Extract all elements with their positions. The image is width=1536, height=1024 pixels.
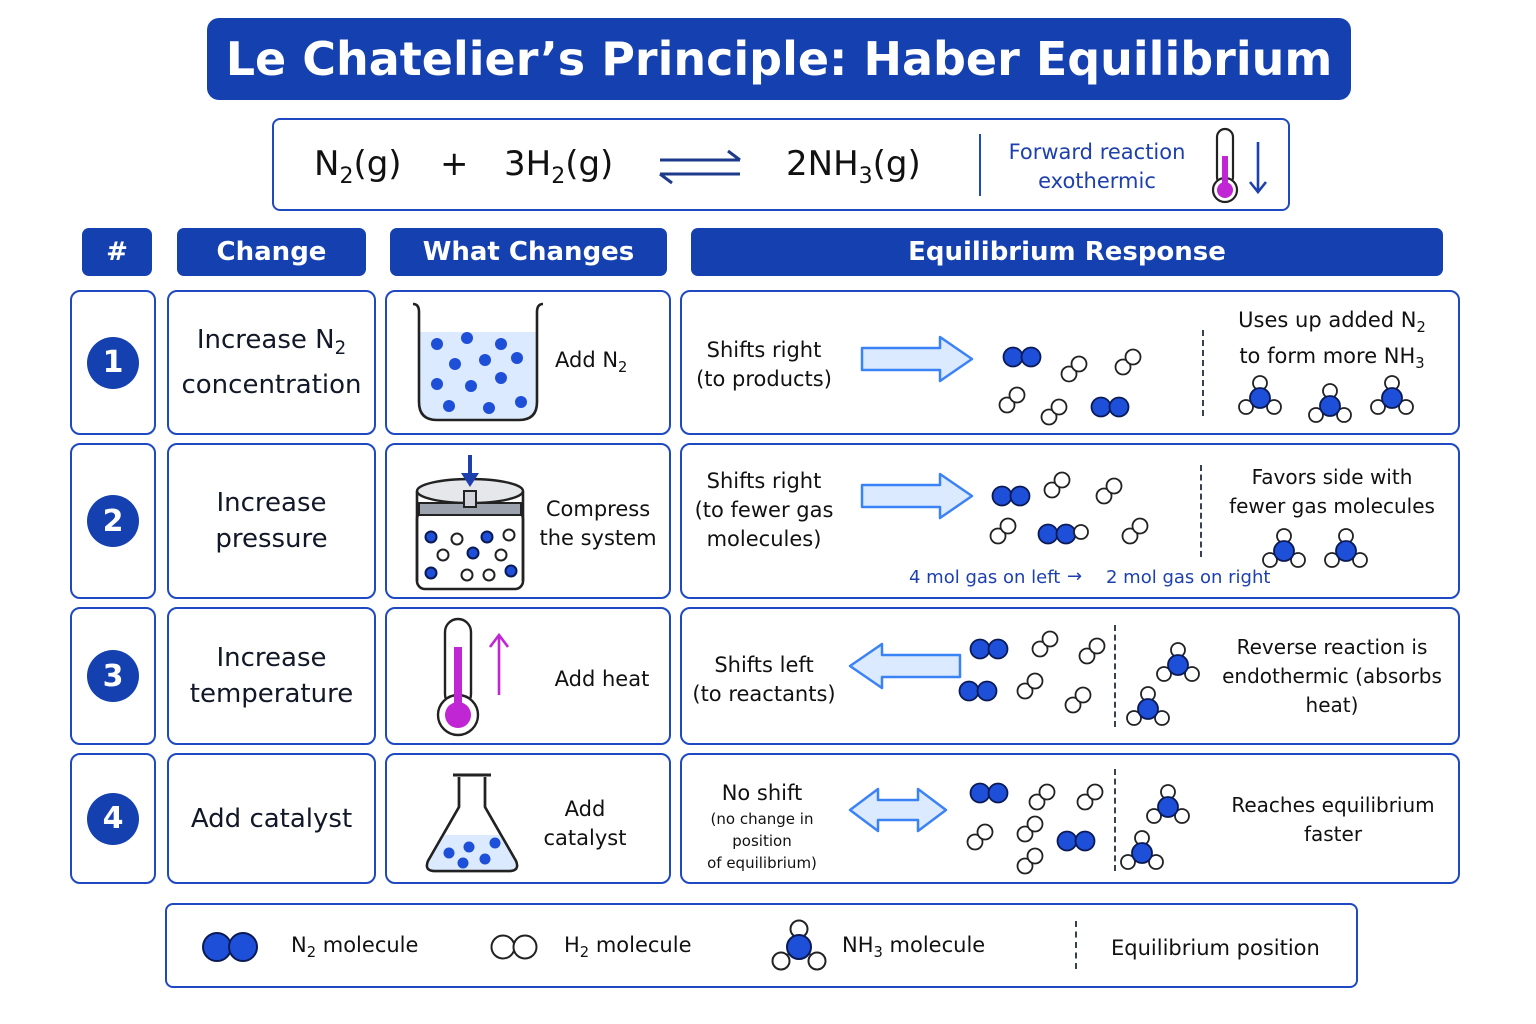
equation-divider xyxy=(979,134,981,196)
h2-molecule-icon xyxy=(490,934,538,960)
legend-n2-label: N2 molecule xyxy=(291,933,419,962)
number-badge: 1 xyxy=(87,336,139,389)
thermometer-up-icon xyxy=(436,617,510,737)
page-title: Le Chatelier’s Principle: Haber Equilibr… xyxy=(207,18,1351,100)
reaction-equation: N2(g) + 3H2(g) 2NH3(g) Forward reaction … xyxy=(272,118,1290,211)
equilibrium-position-line xyxy=(1114,625,1116,727)
equilibrium-position-line xyxy=(1202,330,1204,416)
legend-h2-label: H2 molecule xyxy=(564,933,692,962)
equilibrium-arrows-icon xyxy=(659,149,741,185)
row-3-nh3-molecules xyxy=(1126,642,1200,726)
header-change: Change xyxy=(177,228,366,276)
row-4-nh3-molecules xyxy=(1120,784,1190,870)
row-2-nh3-molecules xyxy=(1262,528,1368,568)
legend: N2 molecule H2 molecule NH3 molecule Equ… xyxy=(165,903,1358,988)
beaker-icon xyxy=(412,302,544,422)
row-1-what-changes: Add N2 xyxy=(385,290,671,435)
row-3-shift-text: Shifts left(to reactants) xyxy=(692,653,836,706)
header-equilibrium-response: Equilibrium Response xyxy=(691,228,1443,276)
arrow-down-icon xyxy=(1248,142,1268,195)
row-4-shift-text: No shift (no change in position of equil… xyxy=(707,781,817,872)
row-3-response: Shifts left(to reactants) Reverse reacti… xyxy=(680,607,1460,745)
row-3-what-changes: Add heat xyxy=(385,607,671,745)
header-number: # xyxy=(82,228,152,276)
legend-equilibrium-line xyxy=(1075,921,1077,969)
row-1-number: 1 xyxy=(70,290,156,435)
mol-gas-arrow: → xyxy=(1067,566,1083,587)
header-what-changes: What Changes xyxy=(390,228,667,276)
row-1-molecules xyxy=(998,346,1142,426)
row-4-response: No shift (no change in position of equil… xyxy=(680,753,1460,884)
number-badge: 3 xyxy=(87,650,139,702)
row-1-nh3-molecules xyxy=(1238,375,1414,423)
shift-right-arrow-icon xyxy=(860,335,974,383)
shift-right-arrow-icon xyxy=(860,472,974,520)
row-4-number: 4 xyxy=(70,753,156,884)
reactant-n2: N2(g) xyxy=(314,144,402,189)
legend-nh3-label: NH3 molecule xyxy=(842,933,986,962)
exothermic-note: Forward reaction exothermic xyxy=(1008,140,1186,193)
row-4-change: Add catalyst xyxy=(167,753,376,884)
row-3-molecules xyxy=(958,630,1106,714)
no-shift-double-arrow-icon xyxy=(848,787,948,833)
plus-sign: + xyxy=(440,144,469,184)
equilibrium-position-line xyxy=(1114,769,1116,871)
row-2-number: 2 xyxy=(70,443,156,599)
legend-equilibrium-label: Equilibrium position xyxy=(1111,936,1320,960)
row-4-molecules xyxy=(966,782,1104,875)
row-1-shift-text: Shifts right(to products) xyxy=(696,338,832,391)
mol-gas-right: 2 mol gas on right xyxy=(1106,567,1271,588)
row-2-molecules xyxy=(989,471,1149,545)
product-nh3: 2NH3(g) xyxy=(786,144,921,189)
flask-icon xyxy=(425,773,519,873)
row-3-what-label: Add heat xyxy=(554,667,650,691)
equilibrium-position-line xyxy=(1200,465,1202,557)
row-3-number: 3 xyxy=(70,607,156,745)
reactant-h2: 3H2(g) xyxy=(504,144,614,189)
row-1-response: Shifts right(to products) Uses up added … xyxy=(680,290,1460,435)
mol-gas-left: 4 mol gas on left xyxy=(909,567,1061,588)
number-badge: 2 xyxy=(87,495,139,547)
piston-cylinder-icon xyxy=(415,455,525,591)
n2-molecule-icon xyxy=(202,932,258,962)
row-1-what-label: Add N2 xyxy=(555,348,628,377)
number-badge: 4 xyxy=(87,792,139,845)
thermometer-icon xyxy=(1211,127,1268,204)
nh3-molecule-icon xyxy=(771,919,827,971)
row-1-explanation: Uses up added N2 to form more NH3 xyxy=(1238,308,1426,373)
shift-left-arrow-icon xyxy=(848,642,962,690)
